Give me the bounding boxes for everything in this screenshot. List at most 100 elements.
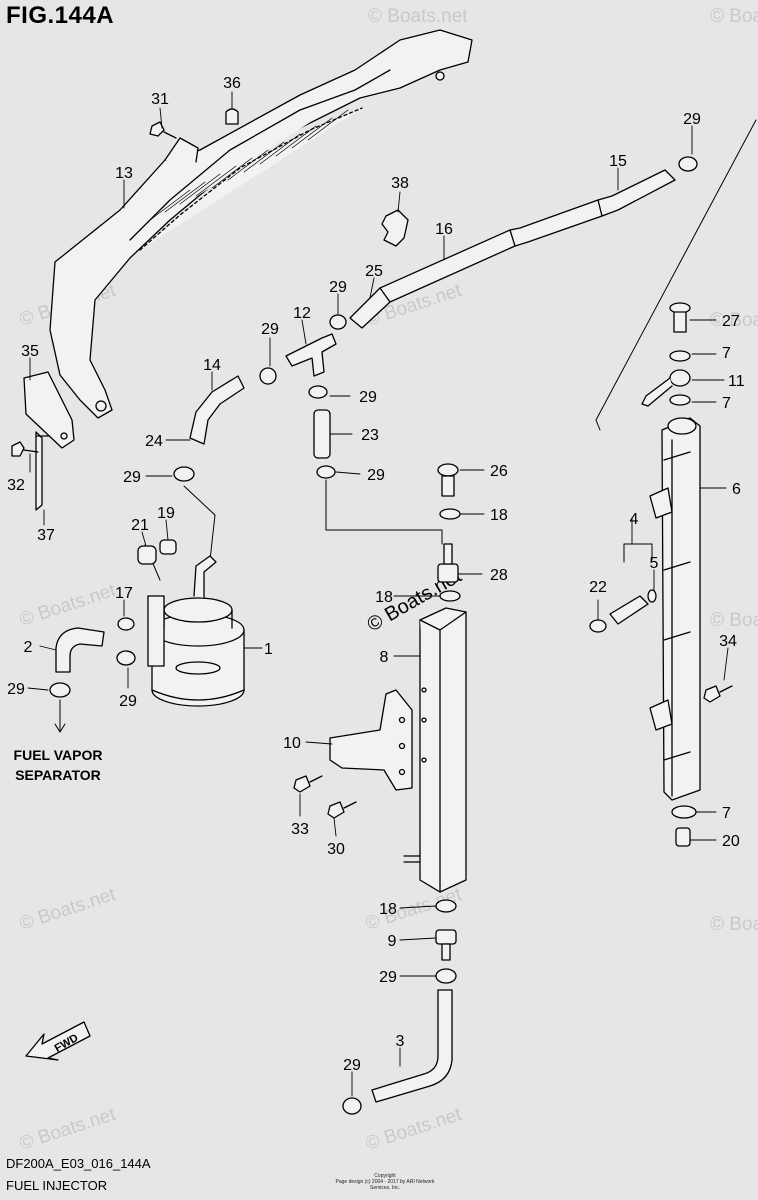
part-7-washer: [671, 805, 697, 819]
note-line: SEPARATOR: [15, 767, 101, 783]
part-29-clip: [342, 1097, 362, 1115]
callout: 5: [650, 555, 659, 572]
part-29-clip: [116, 650, 136, 666]
callout: 32: [7, 477, 25, 494]
watermark: © Boats.net: [17, 884, 119, 935]
part-13-bracket: [49, 29, 473, 419]
part-29-clip: [329, 314, 347, 330]
part-29-clip: [308, 385, 336, 479]
callout: 27: [722, 313, 740, 330]
watermark: © Boats.net: [710, 610, 758, 631]
callout-labels: 31 36 13 35 32 37 29 15 38 16 25 29 12 2…: [7, 75, 745, 1074]
watermark: © Boats.net: [710, 914, 758, 935]
part-21-grommet: [137, 545, 157, 565]
callout: 9: [388, 933, 397, 950]
callout: 18: [375, 589, 393, 606]
callout: 18: [379, 901, 397, 918]
part-33-bolt: [293, 775, 323, 793]
callout: 20: [722, 833, 740, 850]
part-35-plate: [23, 371, 75, 449]
callout: 29: [359, 389, 377, 406]
part-20-plug: [675, 827, 691, 847]
watermark: © Boats.net: [363, 1104, 465, 1155]
watermark: © Boats.net: [368, 6, 468, 27]
part-16-hose: [349, 169, 676, 329]
note-line: FUEL VAPOR: [14, 747, 103, 763]
callout: 37: [37, 527, 55, 544]
fwd-label: FWD: [53, 1032, 81, 1055]
callout: 7: [722, 395, 731, 412]
watermark: © Boats.net: [17, 1104, 119, 1155]
callout: 23: [361, 427, 379, 444]
callout: 7: [722, 345, 731, 362]
part-26-plug: [437, 463, 459, 497]
callout: 12: [293, 305, 311, 322]
callout: 18: [490, 507, 508, 524]
callout: 21: [131, 517, 149, 534]
part-32-bolt: [11, 441, 39, 457]
part-6-delivery-pipe: [649, 417, 701, 801]
watermark: © Boats.net: [710, 310, 758, 331]
callout: 7: [722, 805, 731, 822]
callout: 29: [7, 681, 25, 698]
part-34-bolt: [703, 685, 733, 703]
callout: 29: [123, 469, 141, 486]
callout: 15: [609, 153, 627, 170]
figure-title: FIG.144A: [6, 2, 115, 29]
callout: 19: [157, 505, 175, 522]
callout: 3: [396, 1033, 405, 1050]
watermark: © Boats.net: [710, 6, 758, 27]
callout: 31: [151, 91, 169, 108]
figure-caption: FUEL INJECTOR: [6, 1178, 108, 1193]
part-18-washer: [439, 508, 461, 520]
callout: 35: [21, 343, 39, 360]
callout: 33: [291, 821, 309, 838]
part-7-washer: [669, 350, 691, 362]
part-29-clip: [49, 682, 71, 698]
callout: 16: [435, 221, 453, 238]
callout: 34: [719, 633, 737, 650]
callout: 38: [391, 175, 409, 192]
callout: 25: [365, 263, 383, 280]
callout: 24: [145, 433, 163, 450]
part-29-clip: [173, 466, 195, 482]
part-2-hose: [55, 627, 105, 673]
callout: 17: [115, 585, 133, 602]
part-5-oring: [647, 589, 657, 603]
callout: 8: [380, 649, 389, 666]
callout: 22: [589, 579, 607, 596]
part-12-tee: [285, 333, 337, 377]
callout: 26: [490, 463, 508, 480]
part-8-fuel-rail: [403, 607, 467, 893]
watermark: © Boats.net: [17, 580, 119, 631]
callout: 29: [367, 467, 385, 484]
drawing-code: DF200A_E03_016_144A: [6, 1156, 151, 1171]
callout: 29: [261, 321, 279, 338]
copyright-line: Page design (c) 2004 - 2017 by ARI Netwo…: [335, 1179, 435, 1191]
leader-lines: [27, 91, 729, 1097]
callout: 6: [732, 481, 741, 498]
part-29-clip: [435, 968, 457, 984]
callout: 2: [24, 639, 33, 656]
callout: 11: [728, 373, 745, 390]
part-19-cap: [159, 539, 177, 555]
part-27-bolt: [669, 302, 691, 333]
callout: 29: [329, 279, 347, 296]
callout: 4: [630, 511, 639, 528]
callout: 29: [379, 969, 397, 986]
fwd-arrow-icon: [25, 1021, 91, 1061]
part-3-hose: [371, 989, 453, 1103]
callout: 29: [119, 693, 137, 710]
part-17-bolt: [117, 617, 135, 631]
callout: 29: [343, 1057, 361, 1074]
part-29-clip: [678, 156, 698, 172]
copyright-line: Copyright: [374, 1173, 396, 1179]
callout: 14: [203, 357, 221, 374]
part-31-bolt: [149, 121, 177, 139]
part-18-washer: [439, 590, 461, 602]
part-28-nipple: [437, 543, 459, 583]
fuel-vapor-separator-note: FUEL VAPOR SEPARATOR: [14, 747, 103, 783]
part-23-hose: [313, 409, 331, 459]
